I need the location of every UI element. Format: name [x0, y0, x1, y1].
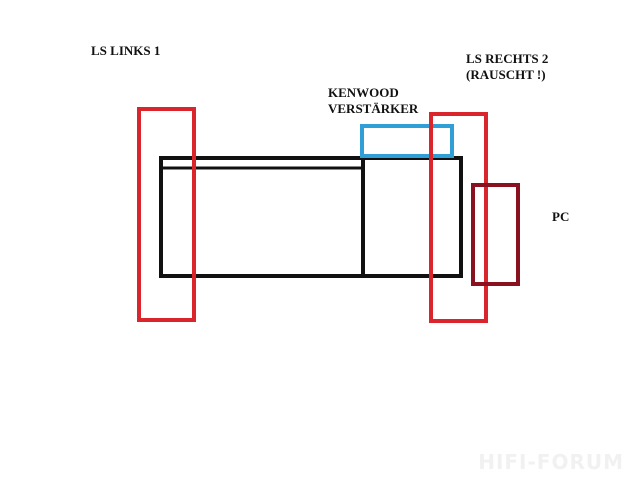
kenwood-amplifier [360, 124, 454, 158]
label-ls-rechts-line2: (RAUSCHT !) [466, 67, 546, 82]
pc-box [471, 183, 520, 286]
label-kenwood-line2: VERSTÄRKER [328, 101, 419, 116]
right-speaker [429, 112, 488, 323]
label-kenwood-line1: KENWOOD [328, 85, 399, 100]
label-kenwood: KENWOOD VERSTÄRKER [328, 85, 418, 117]
label-pc: PC [552, 209, 569, 225]
desk-left-section [159, 156, 365, 278]
label-ls-links-text: LS LINKS 1 [91, 43, 161, 58]
label-ls-rechts: LS RECHTS 2 (RAUSCHT !) [466, 51, 548, 83]
left-speaker [137, 107, 196, 322]
label-ls-links: LS LINKS 1 [91, 43, 160, 59]
watermark-logo: HIFI-FORUM [478, 450, 624, 474]
label-ls-rechts-line1: LS RECHTS 2 [466, 51, 549, 66]
label-pc-text: PC [552, 209, 570, 224]
desk-right-section [361, 156, 463, 278]
